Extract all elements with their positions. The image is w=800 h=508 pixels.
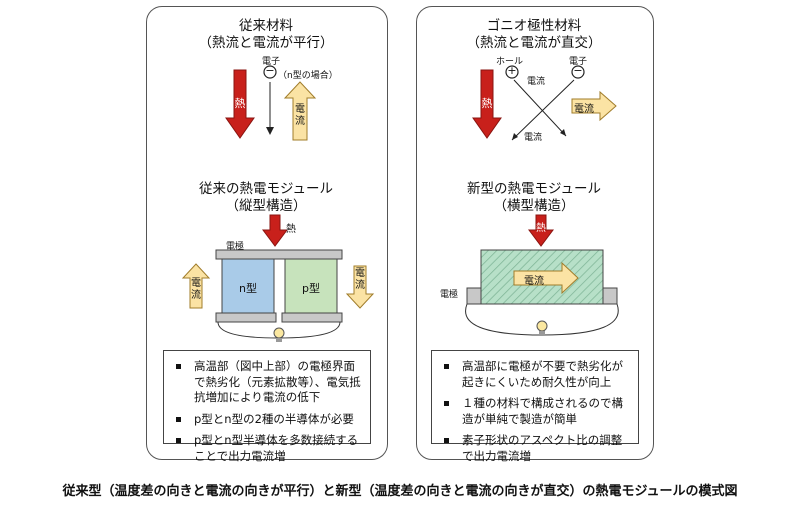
right-module-current-arrow — [513, 261, 579, 295]
figure-caption: 従来型（温度差の向きと電流の向きが平行）と新型（温度差の向きと電流の向きが直交）… — [62, 484, 738, 499]
left-top-electrode — [215, 249, 343, 260]
right-module-subtitle: （横型構造） — [493, 198, 575, 214]
right-electrode-left — [466, 287, 482, 305]
right-current-label-lower: 電流 — [524, 133, 543, 143]
left-subtitle: （熱流と電流が平行） — [198, 35, 334, 51]
right-title: ゴニオ極性材料 — [486, 18, 582, 34]
left-heat-label: 熱 — [234, 97, 246, 110]
left-current-arrow — [283, 81, 317, 141]
right-current-arrow — [571, 90, 617, 122]
left-electron-icon — [263, 65, 277, 79]
left-current-label: 電流 — [295, 104, 305, 127]
left-electron-label: 電子 — [262, 57, 281, 67]
left-electrode-label: 電極 — [226, 242, 245, 252]
left-bulb-icon — [273, 327, 285, 342]
hole-icon — [505, 65, 519, 79]
n-type-label: n型 — [239, 282, 257, 295]
left-title: 従来材料 — [239, 18, 293, 34]
right-note-item: 高温部に電極が不要で熱劣化が起きにくいため耐久性が向上 — [444, 359, 632, 390]
left-electron-note: （n型の場合） — [278, 71, 338, 81]
right-current-arrow-label: 電流 — [574, 104, 594, 115]
left-bottom-electrode-p — [281, 312, 343, 323]
left-note-item: p型とn型の2種の半導体が必要 — [176, 412, 364, 428]
n-type-block — [221, 258, 275, 314]
left-bottom-electrode-n — [215, 312, 277, 323]
right-electron-symbol: − — [573, 64, 583, 77]
left-electron-symbol: − — [265, 64, 275, 77]
right-current-label-upper: 電流 — [527, 77, 546, 87]
hole-arrow — [513, 79, 567, 137]
left-module-current-up-label: 電流 — [191, 278, 201, 301]
hole-label: ホール — [496, 57, 524, 67]
left-notes-box: 高温部（図中上部）の電極界面で熱劣化（元素拡散等）、電気抵抗増加により電流の低下… — [163, 350, 371, 463]
right-heat-label: 熱 — [481, 97, 493, 110]
left-module-subtitle: （縦型構造） — [225, 198, 307, 214]
right-bulb-icon — [536, 320, 548, 335]
p-type-label: p型 — [302, 282, 320, 295]
right-module-current-label: 電流 — [524, 276, 544, 287]
right-subtitle: （熱流と電流が直交） — [466, 35, 602, 51]
right-electron-icon — [571, 65, 585, 79]
right-module-heat-label: 熱 — [536, 223, 546, 234]
left-module-heat-arrow — [262, 214, 288, 247]
right-electrode-label: 電極 — [440, 290, 459, 300]
left-module-current-up-arrow — [181, 263, 211, 309]
left-module-heat-label: 熱 — [286, 224, 296, 235]
right-note-item: 素子形状のアスペクト比の調整で出力電流増 — [444, 433, 632, 464]
electron-diagonal-arrow — [511, 79, 575, 141]
right-heat-arrow — [472, 69, 502, 139]
left-module-current-down-arrow — [345, 265, 375, 309]
left-module-current-down-label: 電流 — [355, 268, 365, 291]
left-note-item: 高温部（図中上部）の電極界面で熱劣化（元素拡散等）、電気抵抗増加により電流の低下 — [176, 359, 364, 406]
left-module-title: 従来の熱電モジュール — [198, 181, 334, 197]
right-module-heat-arrow — [528, 214, 554, 247]
right-electrode-right — [602, 287, 618, 305]
hole-symbol: + — [507, 64, 517, 77]
left-note-item: p型とn型半導体を多数接続することで出力電流増 — [176, 433, 364, 464]
right-electron-label: 電子 — [569, 57, 588, 67]
left-heat-arrow — [225, 69, 255, 139]
right-notes-box: 高温部に電極が不要で熱劣化が起きにくいため耐久性が向上 １種の材料で構成されるの… — [431, 350, 639, 463]
right-module-title: 新型の熱電モジュール — [466, 181, 602, 197]
right-note-item: １種の材料で構成されるので構造が単純で製造が簡単 — [444, 396, 632, 427]
